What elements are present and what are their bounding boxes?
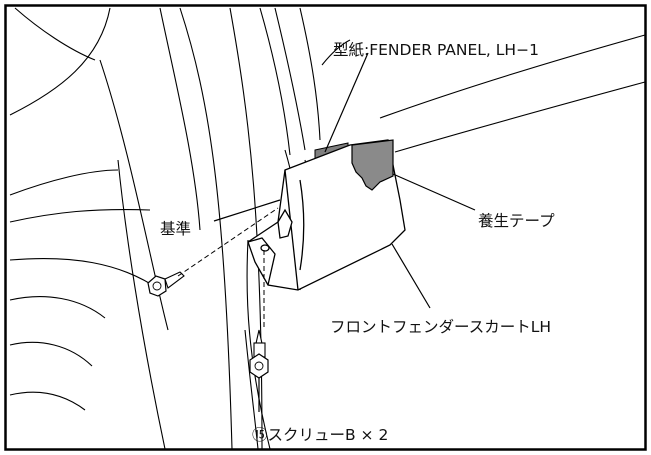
label-reference: 基準: [160, 220, 191, 238]
label-fender-skirt: フロントフェンダースカートLH: [330, 318, 551, 336]
label-screw: ⑮スクリューB × 2: [252, 426, 388, 444]
screw-horizontal: [147, 271, 185, 297]
protective-tape-shape: [351, 139, 394, 191]
vehicle-body-lines: [9, 7, 646, 450]
guide-lines-dashed: [177, 207, 279, 330]
leader-lines: [213, 52, 476, 412]
figure-border: [4, 4, 647, 451]
label-protective-tape: 養生テープ: [478, 212, 555, 230]
label-template: 型紙:FENDER PANEL, LH−1: [333, 41, 539, 59]
screw-vertical: [249, 329, 269, 379]
